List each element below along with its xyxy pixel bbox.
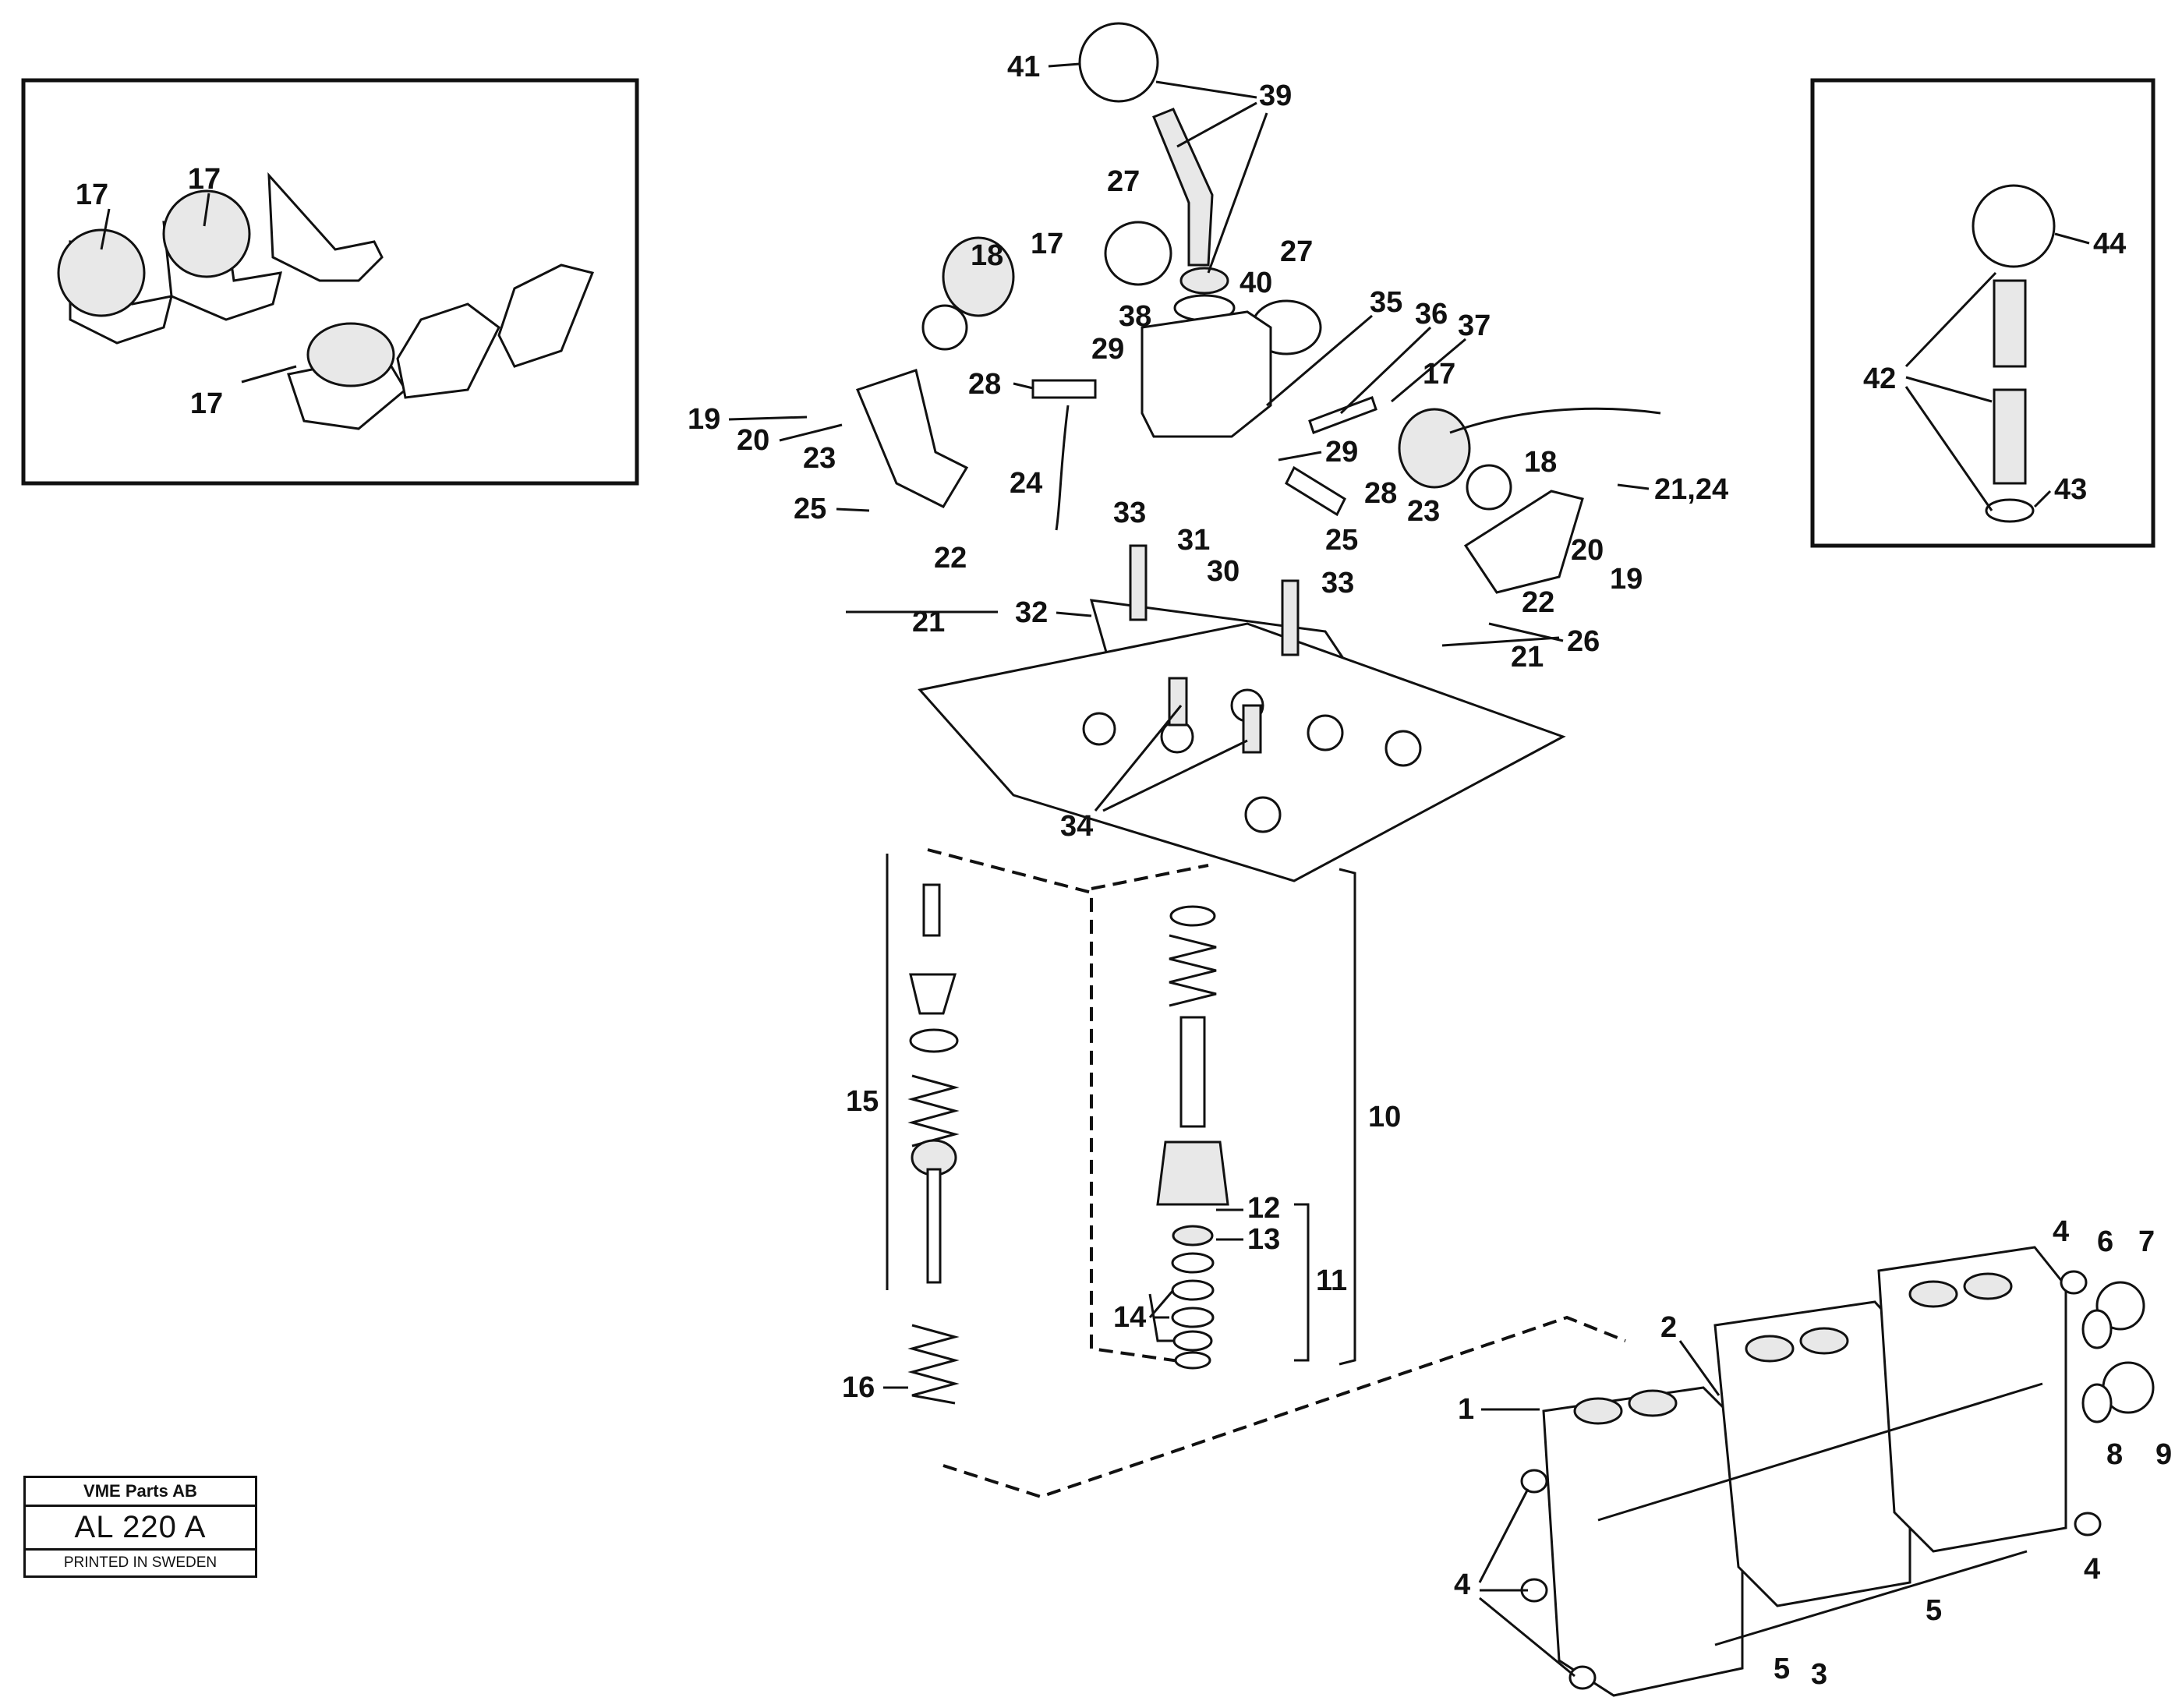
callout-7: 7 <box>2138 1225 2155 1258</box>
callout-32: 32 <box>1015 596 1048 629</box>
callout-12: 12 <box>1247 1192 1280 1225</box>
callout-43: 43 <box>2054 473 2087 506</box>
company-name: VME Parts AB <box>26 1478 255 1507</box>
callout-18: 18 <box>1524 446 1557 479</box>
callout-34: 34 <box>1060 810 1093 843</box>
callout-9: 9 <box>2155 1438 2172 1471</box>
printed-note: PRINTED IN SWEDEN <box>63 1554 217 1571</box>
callout-3: 3 <box>1811 1658 1827 1691</box>
callout-25: 25 <box>794 493 826 525</box>
callout-15: 15 <box>846 1085 879 1118</box>
title-block: VME Parts AB AL 220 A PRINTED IN SWEDEN <box>23 1476 257 1578</box>
callout-17: 17 <box>1423 358 1455 391</box>
callout-18: 18 <box>971 239 1003 272</box>
callout-37: 37 <box>1458 309 1491 342</box>
callout-44: 44 <box>2093 228 2126 260</box>
control-assembly <box>855 22 1661 882</box>
callout-5: 5 <box>1926 1594 1942 1627</box>
callout-4: 4 <box>2084 1553 2100 1586</box>
callout-40: 40 <box>1240 267 1272 299</box>
callout-26: 26 <box>1567 625 1600 658</box>
callout-30: 30 <box>1207 555 1240 588</box>
callout-28: 28 <box>968 368 1001 401</box>
callout-17: 17 <box>190 387 223 420</box>
callout-19: 19 <box>1610 563 1643 596</box>
callout-8: 8 <box>2106 1438 2123 1471</box>
callout-38: 38 <box>1119 300 1151 333</box>
callout-33: 33 <box>1113 497 1146 529</box>
callout-17: 17 <box>76 179 108 211</box>
callout-1: 1 <box>1458 1393 1474 1426</box>
callout-25: 25 <box>1325 524 1358 557</box>
callout-35: 35 <box>1370 286 1402 319</box>
callout-29: 29 <box>1091 333 1124 366</box>
callout-28: 28 <box>1364 477 1397 510</box>
callout-10: 10 <box>1368 1101 1401 1133</box>
callout-20: 20 <box>737 424 769 457</box>
inset-left: 17 17 17 <box>21 78 639 486</box>
callout-16: 16 <box>842 1371 875 1404</box>
callout-20: 20 <box>1571 534 1604 567</box>
callout-11: 11 <box>1316 1264 1347 1297</box>
callout-13: 13 <box>1247 1223 1280 1256</box>
callout-21: 21 <box>912 606 945 638</box>
callout-39: 39 <box>1259 80 1292 112</box>
callout-41: 41 <box>1007 51 1040 83</box>
drawing-code: AL 220 A <box>26 1507 255 1551</box>
callout-22: 22 <box>1522 586 1554 619</box>
callout-6: 6 <box>2097 1225 2113 1258</box>
valve-sections <box>942 1246 2155 1697</box>
callouts: 41 39 27 27 40 38 18 17 35 36 37 29 28 1… <box>688 51 2172 1691</box>
callout-2: 2 <box>1660 1311 1677 1344</box>
callout-31: 31 <box>1177 524 1210 557</box>
callout-23: 23 <box>1407 495 1440 528</box>
callout-5: 5 <box>1774 1653 1790 1685</box>
callout-14: 14 <box>1113 1301 1146 1334</box>
inset-right: 44 42 43 <box>1810 78 2155 548</box>
callout-24: 24 <box>1010 467 1042 500</box>
callout-21: 21 <box>1511 641 1544 674</box>
callout-4: 4 <box>2053 1215 2069 1248</box>
callout-21-24: 21,24 <box>1654 473 1728 506</box>
callout-27: 27 <box>1280 235 1313 268</box>
callout-33: 33 <box>1321 567 1354 599</box>
callout-29: 29 <box>1325 436 1358 469</box>
spool-assemblies <box>886 848 1356 1405</box>
callout-36: 36 <box>1415 298 1448 331</box>
callout-4: 4 <box>1454 1568 1470 1601</box>
callout-17: 17 <box>1031 228 1063 260</box>
callout-17: 17 <box>188 163 221 196</box>
callout-23: 23 <box>803 442 836 475</box>
callout-22: 22 <box>934 542 967 575</box>
callout-27: 27 <box>1107 165 1140 198</box>
callout-19: 19 <box>688 403 720 436</box>
callout-42: 42 <box>1863 362 1896 395</box>
